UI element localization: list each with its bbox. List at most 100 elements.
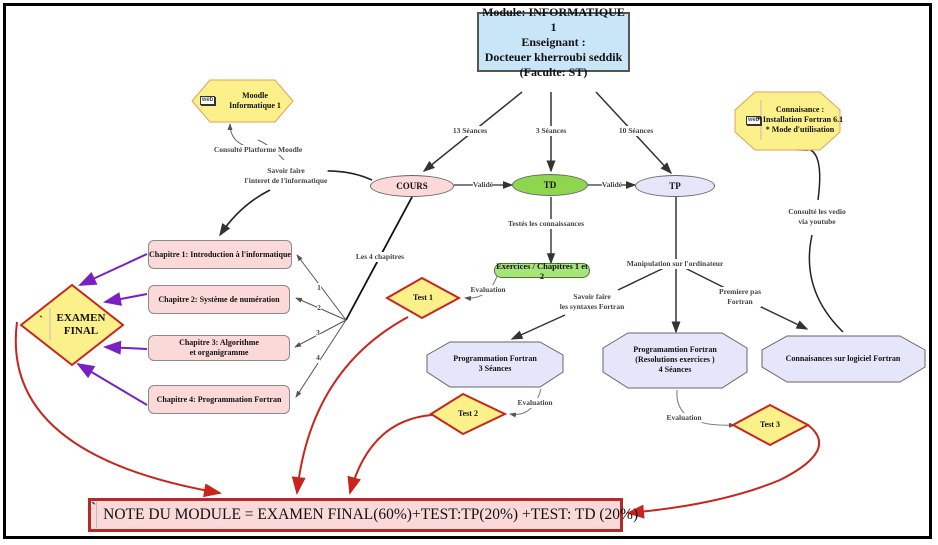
edge-ch1 [296,254,347,321]
edge-manip-premiere [682,266,726,289]
label-consulte-video: Consulté les vedio via youtube [788,207,846,227]
chapter-3-line-2: et organigramme [189,348,249,357]
note-du-module-box[interactable]: ` NOTE DU MODULE = EXAMEN FINAL(60%)+TES… [88,498,638,532]
savoir-faire-line-1: Savoir faire [267,166,305,175]
examen-label: EXAMEN FINAL [57,312,106,338]
connaissance-line-3: * Mode d'utilisation [765,125,835,134]
label-premiere-pas: Premiere pas Fortran [718,287,762,307]
title-line-3: Docteuer kherroubi seddik [484,49,623,64]
label-consulte-moodle: Consulté Platforme Moodle [213,145,303,155]
edge-savoir-chap1 [219,189,271,237]
edge-ch2-examen [103,292,148,306]
tp-node[interactable]: TP [635,175,715,197]
note-mark: ` [91,501,98,528]
label-evaluation-2: Evaluation [517,398,553,408]
moodle-line-2: Informatique 1 [229,101,281,110]
prog-resolution-octagon[interactable] [602,332,748,389]
test2-label: Test 2 [458,409,478,418]
moodle-label: Moodle Informatique 1 [229,91,281,111]
connaissance-line-2: * Installation Fortran 6.1 [756,115,844,124]
prog-fortran-line-2: 3 Séances [478,364,512,373]
savoir-syntaxes-line-1: Savoir faire [573,292,611,301]
module-title-box[interactable]: Module: INFORMATIQUE 1 Enseignant : Doct… [477,5,630,79]
premiere-pas-line-2: Fortran [727,297,753,306]
label-manipulation: Manipulation sur l'ordinateur [626,259,724,269]
connaissance-line-1: Connaisance : [775,105,825,114]
edge-test3-note [626,424,820,519]
consulte-video-line-1: Consulté les vedio [788,207,846,216]
label-savoir-syntaxes: Savoir faire les syntaxes Fortran [559,292,625,312]
prog-resolution-line-2: (Resolutions exercices ) [635,355,715,364]
prog-resolution-line-1: Programamtion Fortran [633,345,717,354]
examen-diamond[interactable] [19,283,125,367]
edge-logiciel-video [808,234,844,333]
prog-fortran-label: Programmation Fortran 3 Séances [453,354,537,374]
label-ch-1: 1 [317,283,321,293]
edge-ch3 [294,319,347,348]
premiere-pas-line-1: Premiere pas [718,287,762,296]
label-3-seances: 3 Séances [535,126,567,136]
title-line-4: (Faculte: ST) [519,64,588,79]
edge-ch3-examen [103,340,148,355]
edge-syntax-prog [510,314,566,340]
label-ch-4: 4 [316,353,320,363]
label-valide-1: Validé [472,180,494,190]
savoir-faire-line-2: l'interet de l'informatique [244,176,328,185]
label-10-seances: 10 Séances [618,126,654,136]
label-evaluation-1: Evaluation [470,285,506,295]
title-line-2: Enseignant : [521,34,586,49]
chapter-3-line-1: Chapitre 3: Algorithme [179,338,259,347]
connaissance-label: Connaisance : * Installation Fortran 6.1… [757,105,843,135]
edge-ch1-examen [78,253,148,286]
prog-fortran-octagon[interactable] [426,341,564,388]
label-savoir-faire: Savoir faire l'interet de l'informatique [244,166,328,186]
consulte-video-line-2: via youtube [798,217,836,226]
edge-cours-savoir [321,170,373,181]
edge-ch4 [295,319,347,398]
label-evaluation-3: Evaluation [666,413,702,423]
prog-fortran-line-1: Programmation Fortran [453,354,537,363]
logiciel-label: Connaisances sur logiciel Fortran [785,354,901,363]
chapter-4-node[interactable]: Chapitre 4: Programmation Fortran [148,385,290,414]
test2-diamond[interactable] [429,392,508,436]
chapter-2-node[interactable]: Chapitre 2: Système de numération [148,285,290,314]
prog-resolution-label: Programamtion Fortran (Resolutions exerc… [633,345,717,375]
web-icon: web [746,116,762,125]
edge-test2-note [347,414,433,495]
logiciel-octagon[interactable] [761,335,926,383]
title-line-1: Module: INFORMATIQUE 1 [482,4,625,34]
td-node[interactable]: TD [512,174,588,196]
label-testes: Testés les connaissances [508,219,584,229]
cours-node[interactable]: COURS [370,175,454,197]
label-les-4-chapitres: Les 4 chapitres [355,252,405,262]
test1-label: Test 1 [413,293,433,302]
prog-resolution-line-3: 4 Séances [658,365,692,374]
web-icon: web [200,96,216,105]
examen-line-1: EXAMEN [56,312,106,324]
chapter-3-node[interactable]: Chapitre 3: Algorithme et organigramme [148,335,290,361]
edge-manip-syntax [617,266,667,291]
moodle-hexagon[interactable] [191,79,294,123]
label-ch-2: 2 [317,303,321,313]
test1-diamond[interactable] [384,276,462,320]
chapter-1-node[interactable]: Chapitre 1: Introduction à l'informatiqu… [148,240,292,269]
label-ch-3: 3 [316,328,320,338]
edge-examen-note [14,321,222,498]
savoir-syntaxes-line-2: les syntaxes Fortran [559,302,625,311]
note-formula: NOTE DU MODULE = EXAMEN FINAL(60%)+TEST:… [103,506,639,523]
examen-mark: ` [39,313,43,327]
label-13-seances: 13 Séances [452,126,488,136]
diagram-frame [3,3,932,539]
exercices-node[interactable]: Exercices / Chapitres 1 et 2 [494,261,590,281]
edge-test1-note [291,316,409,495]
moodle-line-1: Moodle [242,91,268,100]
examen-line-2: FINAL [63,325,99,337]
edge-ch4-examen [76,362,148,406]
edge-prog-test2 [509,388,542,418]
label-valide-2: Validé [601,180,623,190]
edge-consulte-moodle [227,123,246,147]
edge-premiere-conn [756,304,809,330]
edge-video-connaissance [795,142,821,201]
test3-diamond[interactable] [730,403,811,447]
